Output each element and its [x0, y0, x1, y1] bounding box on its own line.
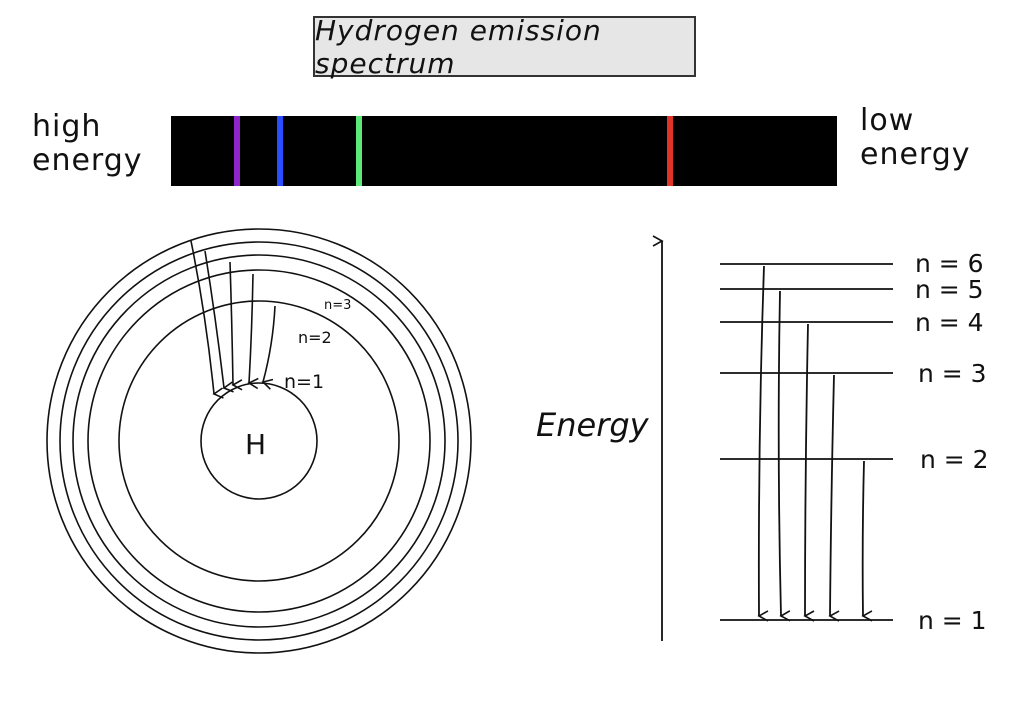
orbit-shell-1: [200, 382, 318, 500]
page-title: Hydrogen emission spectrum: [315, 13, 602, 80]
spectral-line-green: [356, 116, 362, 186]
energy-level-diagram: [652, 235, 893, 641]
shell-label-n2: n=2: [298, 328, 332, 347]
orbit-shell-6: [46, 228, 472, 654]
low-energy-label: low energy: [860, 104, 971, 172]
title-box: Hydrogen emission spectrum: [313, 13, 696, 80]
level-label-n1: n = 1: [918, 606, 987, 635]
bohr-transition-arrow: [204, 250, 234, 393]
level-label-n4: n = 4: [915, 308, 984, 337]
orbit-shell-3: [87, 269, 431, 613]
level-label-n2: n = 2: [920, 445, 989, 474]
bohr-transition-arrow: [190, 240, 224, 399]
bohr-transition-arrow: [261, 305, 276, 390]
transition-arrow-4-to-1: [803, 323, 815, 622]
spectral-line-blue: [277, 116, 283, 186]
transition-arrow-2-to-1: [861, 460, 873, 622]
spectral-line-violet: [234, 116, 240, 186]
spectral-line-red: [667, 116, 673, 186]
nucleus-label: H: [245, 428, 266, 461]
transition-arrow-3-to-1: [828, 374, 840, 622]
bohr-transition-arrow: [229, 261, 243, 391]
level-label-n5: n = 5: [915, 275, 984, 304]
bohr-model: [46, 228, 472, 654]
energy-axis-label: Energy: [536, 406, 650, 444]
high-energy-label: high energy: [32, 110, 143, 178]
level-label-n6: n = 6: [915, 249, 984, 278]
transition-arrow-5-to-1: [777, 290, 791, 622]
orbit-shell-5: [59, 241, 459, 641]
emission-spectrum-bar: [171, 116, 837, 186]
transition-arrow-6-to-1: [757, 265, 769, 622]
bohr-transition-arrow: [247, 273, 259, 390]
high-label-line-1: high: [32, 109, 102, 144]
level-label-n3: n = 3: [918, 359, 987, 388]
high-label-line-2: energy: [32, 143, 143, 178]
low-label-line-2: energy: [860, 137, 971, 172]
orbit-shell-2: [118, 300, 400, 582]
orbit-shell-4: [72, 254, 446, 628]
shell-label-n1: n=1: [284, 371, 324, 393]
low-label-line-1: low: [860, 103, 915, 138]
shell-label-n3: n=3: [324, 298, 351, 313]
